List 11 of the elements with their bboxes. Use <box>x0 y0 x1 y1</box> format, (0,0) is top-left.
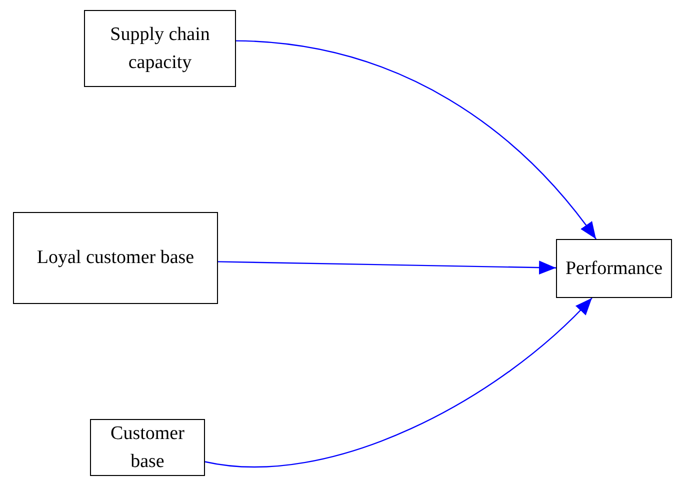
process-box <box>13 212 218 304</box>
node-label: Customer base <box>110 422 186 474</box>
node-label: Loyal customer base <box>36 246 196 270</box>
process-box <box>90 419 205 476</box>
process-box <box>84 10 236 87</box>
node-label: Supply chain capacity <box>109 22 211 74</box>
arrow <box>204 298 592 468</box>
arrow <box>218 260 556 275</box>
process-box <box>556 239 672 298</box>
arrow <box>236 40 596 240</box>
node-label: Performance <box>564 256 664 280</box>
